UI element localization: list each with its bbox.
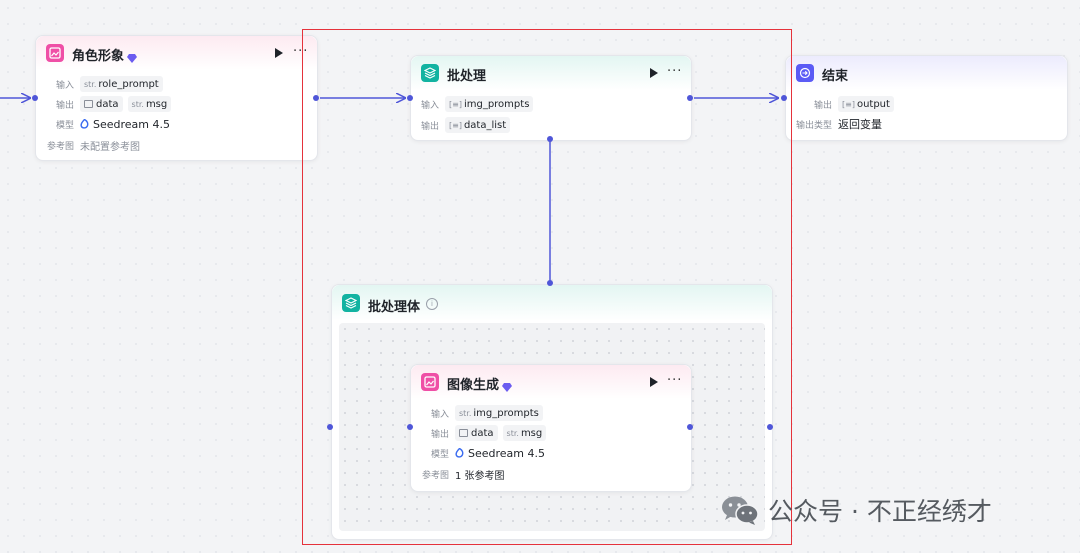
container-header: 批处理体 i bbox=[332, 285, 772, 321]
info-icon[interactable]: i bbox=[426, 298, 438, 310]
output-variable-tag: str.msg bbox=[127, 96, 172, 112]
model-row: 模型 Seedream 4.5 bbox=[55, 117, 170, 131]
more-icon[interactable]: ··· bbox=[293, 44, 309, 59]
port-body-top[interactable] bbox=[547, 280, 553, 286]
watermark: 公众号 · 不正经绣才 bbox=[720, 492, 992, 528]
model-row: 模型 Seedream 4.5 bbox=[430, 446, 545, 460]
play-icon[interactable] bbox=[275, 48, 283, 58]
port-imagegen-in[interactable] bbox=[407, 424, 413, 430]
input-row: 输入 [≡]img_prompts bbox=[417, 96, 538, 112]
node-role-image[interactable]: 角色形象 ··· 输入 str.role_prompt 输出 data str.… bbox=[35, 35, 318, 161]
more-icon[interactable]: ··· bbox=[667, 64, 683, 79]
node-header: 图像生成 ··· bbox=[411, 365, 691, 399]
port-batch-body-out[interactable] bbox=[547, 136, 553, 142]
node-header: 批处理 ··· bbox=[411, 56, 691, 90]
port-role-out[interactable] bbox=[313, 95, 319, 101]
wechat-icon bbox=[722, 496, 759, 525]
node-batch[interactable]: 批处理 ··· 输入 [≡]img_prompts 输出 [≡]data_lis… bbox=[410, 55, 692, 141]
play-icon[interactable] bbox=[650, 377, 658, 387]
node-header: 角色形象 ··· bbox=[36, 36, 317, 70]
output-type-row: 输出类型 返回变量 bbox=[795, 118, 882, 131]
output-variable-tag: data bbox=[455, 425, 498, 441]
node-end[interactable]: 结束 输出 [≡]output 输出类型 返回变量 bbox=[785, 55, 1068, 141]
more-icon[interactable]: ··· bbox=[667, 373, 683, 388]
list-type-icon: [≡] bbox=[449, 120, 462, 130]
output-row: 输出 [≡]output bbox=[792, 96, 899, 112]
input-variable-tag: str.role_prompt bbox=[80, 76, 163, 92]
reference-row: 参考图 未配置参考图 bbox=[46, 141, 140, 153]
node-image-generation[interactable]: 图像生成 ··· 输入 str.img_prompts 输出 data str.… bbox=[410, 364, 692, 492]
diamond-icon bbox=[502, 377, 512, 396]
output-row: 输出 data str.msg bbox=[417, 425, 551, 441]
layers-icon bbox=[342, 294, 360, 312]
list-type-icon: [≡] bbox=[842, 99, 855, 109]
output-variable-tag: [≡]data_list bbox=[445, 117, 511, 133]
play-icon[interactable] bbox=[650, 68, 658, 78]
node-header: 结束 bbox=[786, 56, 1067, 90]
image-type-icon bbox=[459, 429, 468, 437]
seedream-logo-icon bbox=[80, 119, 89, 129]
input-row: 输入 str.img_prompts bbox=[417, 405, 548, 421]
output-row: 输出 [≡]data_list bbox=[417, 117, 515, 133]
node-title: 批处理 bbox=[447, 69, 487, 84]
input-variable-tag: str.img_prompts bbox=[455, 405, 543, 421]
node-title: 结束 bbox=[822, 69, 849, 84]
port-role-in[interactable] bbox=[32, 95, 38, 101]
exit-icon bbox=[796, 64, 814, 82]
container-title: 批处理体 bbox=[368, 300, 421, 315]
port-batch-in[interactable] bbox=[407, 95, 413, 101]
port-batch-out[interactable] bbox=[687, 95, 693, 101]
port-imagegen-out[interactable] bbox=[687, 424, 693, 430]
node-title: 角色形象 bbox=[72, 49, 125, 64]
input-row: 输入 str.role_prompt bbox=[44, 76, 168, 92]
reference-row: 参考图 1 张参考图 bbox=[421, 470, 505, 482]
node-title: 图像生成 bbox=[447, 378, 500, 393]
diamond-icon bbox=[127, 48, 137, 67]
output-row: 输出 data str.msg bbox=[44, 96, 176, 112]
image-icon bbox=[421, 373, 439, 391]
port-body-right[interactable] bbox=[767, 424, 773, 430]
image-type-icon bbox=[84, 100, 93, 108]
output-variable-tag: str.msg bbox=[502, 425, 547, 441]
layers-icon bbox=[421, 64, 439, 82]
watermark-text: 公众号 · 不正经绣才 bbox=[768, 497, 992, 526]
output-variable-tag: data bbox=[80, 96, 123, 112]
list-type-icon: [≡] bbox=[449, 99, 462, 109]
image-icon bbox=[46, 44, 64, 62]
output-variable-tag: [≡]output bbox=[838, 96, 894, 112]
input-variable-tag: [≡]img_prompts bbox=[445, 96, 534, 112]
seedream-logo-icon bbox=[455, 448, 464, 458]
port-body-left[interactable] bbox=[327, 424, 333, 430]
port-end-in[interactable] bbox=[781, 95, 787, 101]
